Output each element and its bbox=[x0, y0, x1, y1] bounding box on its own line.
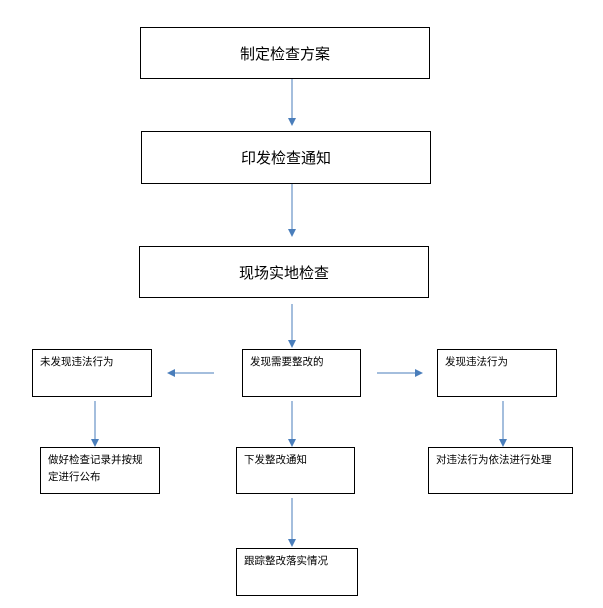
result-rectification-notice: 下发整改通知 bbox=[236, 447, 355, 494]
step-onsite-inspection: 现场实地检查 bbox=[139, 246, 429, 298]
step-issue-notice: 印发检查通知 bbox=[141, 131, 431, 184]
followup-tracking: 跟踪整改落实情况 bbox=[236, 548, 358, 596]
result-handle-violation: 对违法行为依法进行处理 bbox=[428, 447, 573, 494]
branch-violation-found: 发现违法行为 bbox=[437, 349, 557, 397]
step-make-plan: 制定检查方案 bbox=[140, 27, 430, 79]
result-record-and-publish: 做好检查记录并按规定进行公布 bbox=[40, 447, 160, 494]
branch-no-violation: 未发现违法行为 bbox=[32, 349, 152, 397]
branch-needs-rectification: 发现需要整改的 bbox=[242, 349, 361, 397]
